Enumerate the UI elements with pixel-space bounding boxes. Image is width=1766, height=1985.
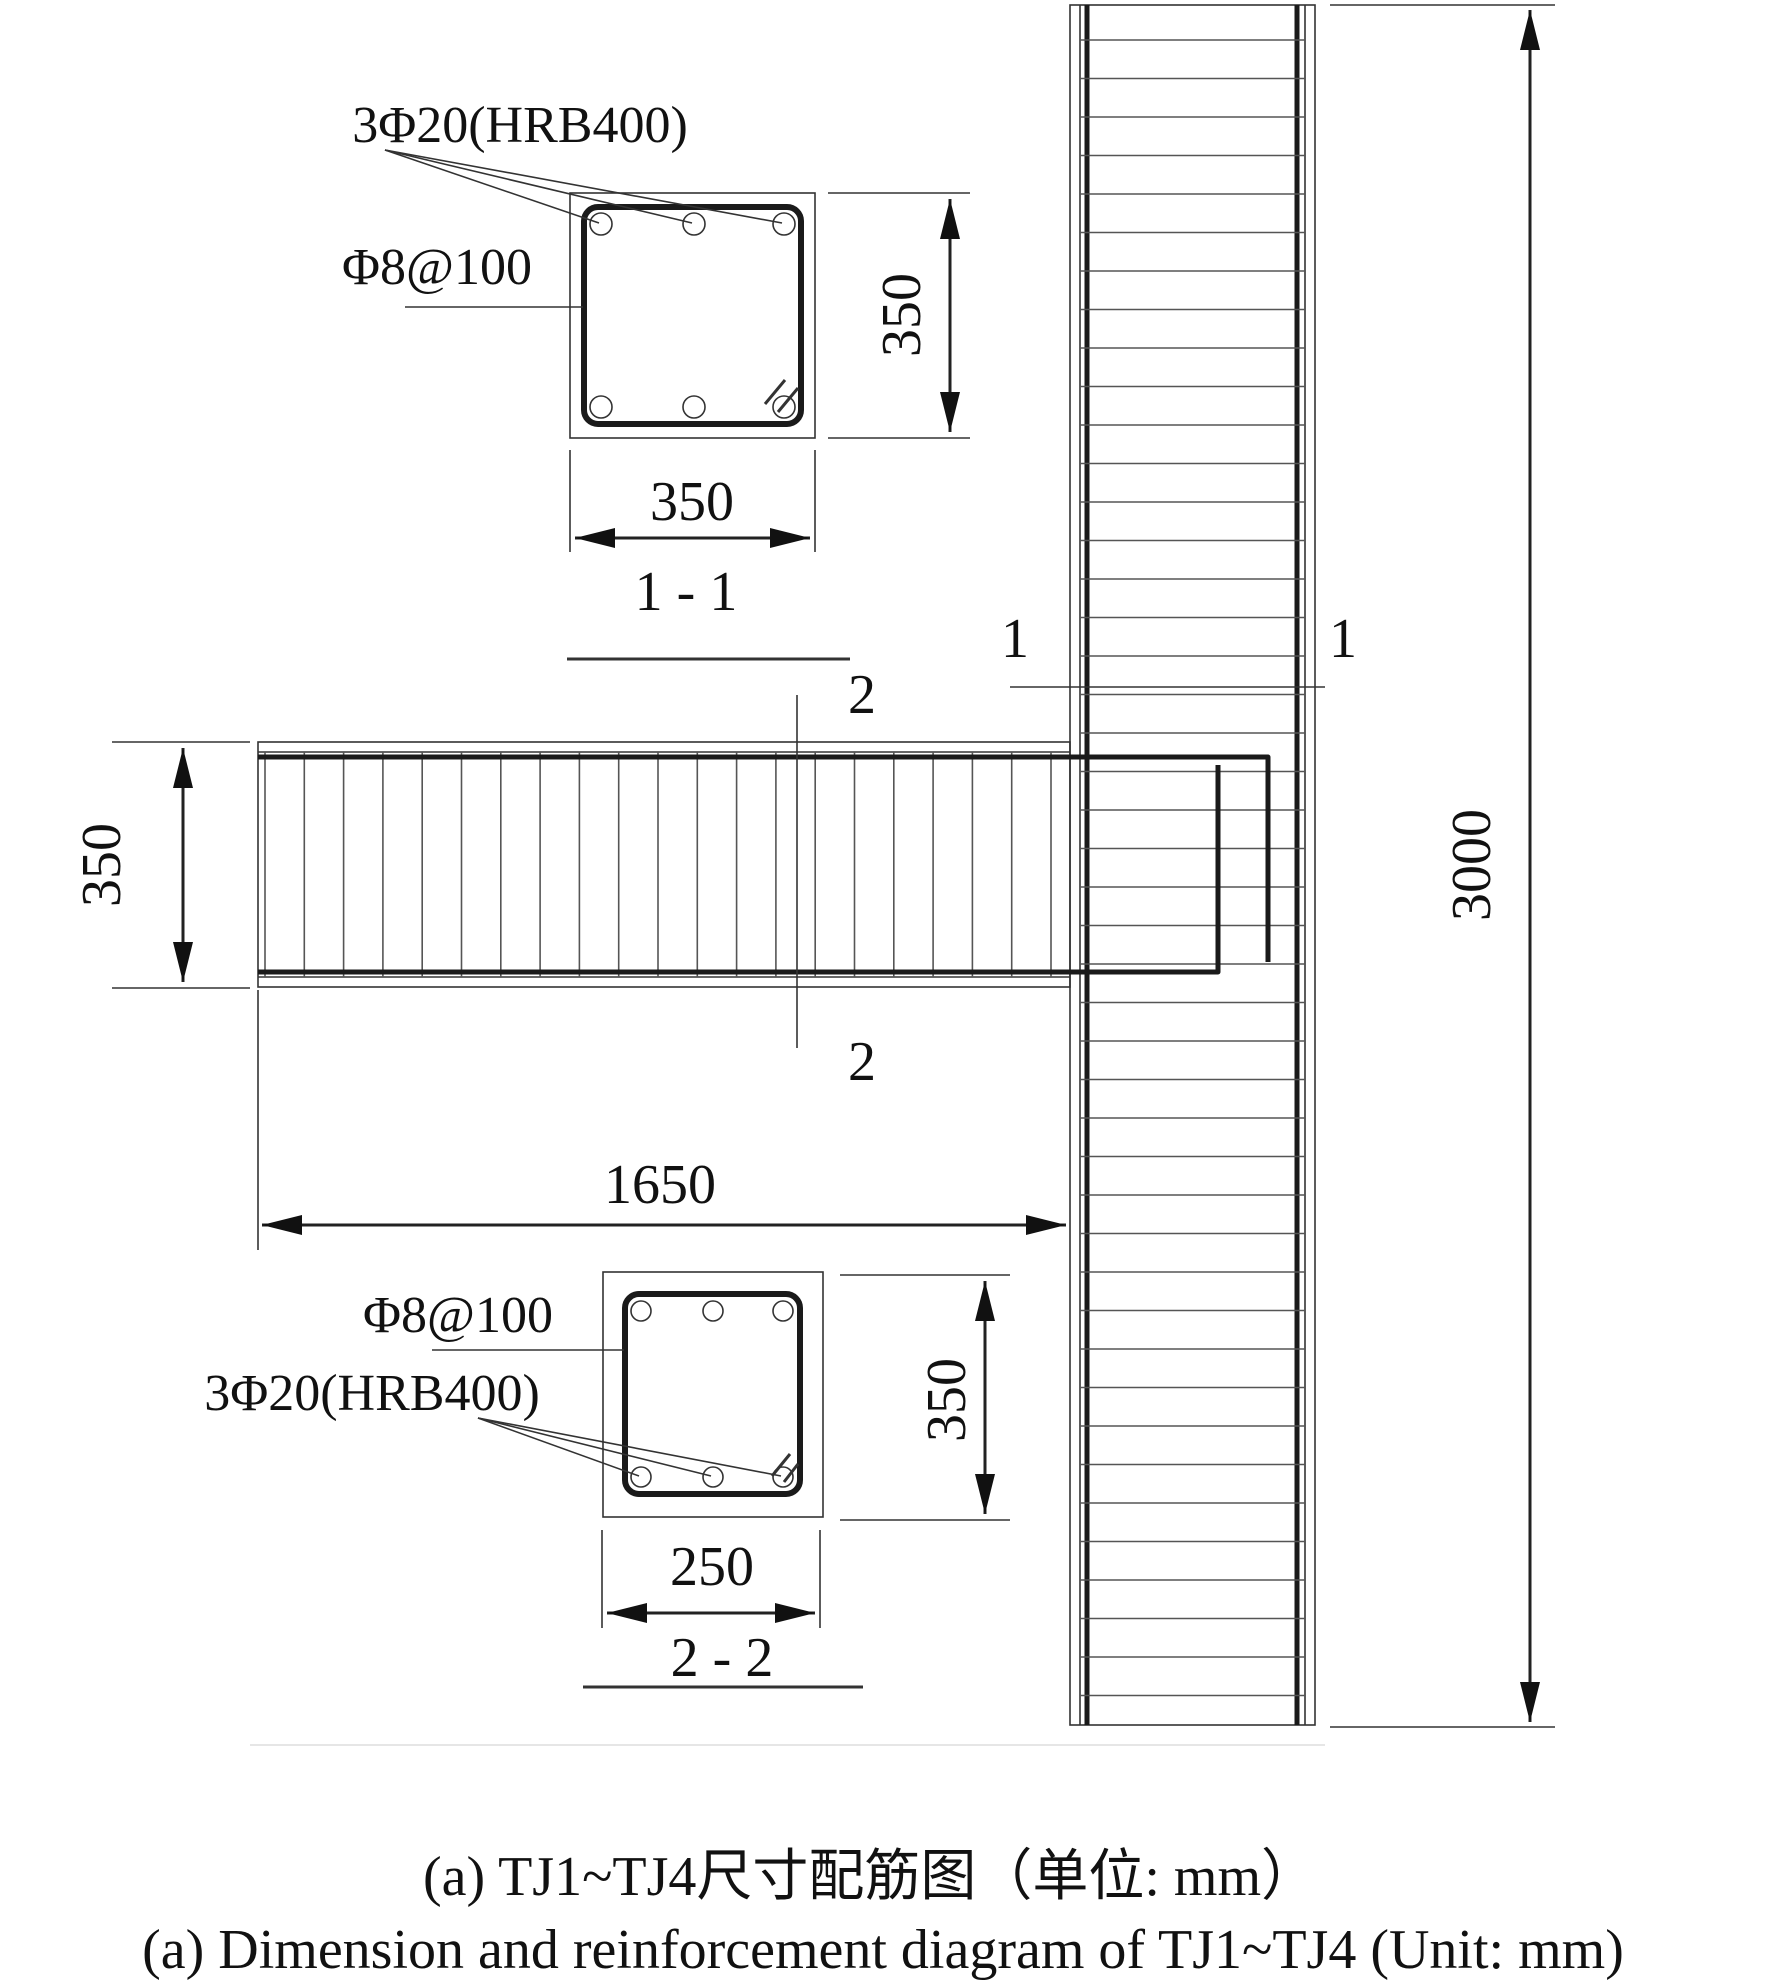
section-1-1-outline (569, 192, 816, 439)
beam-stirrups (264, 752, 1052, 977)
column-height-dimension: 3000 (1330, 4, 1555, 1728)
figure-caption: (a) TJ1~TJ4尺寸配筋图（单位: mm） (a) Dimension a… (142, 1846, 1624, 1981)
beam-top-bar-anchorage (258, 754, 1271, 962)
section-1-1-rebar-label: 3Φ20(HRB400) (352, 97, 688, 154)
section-2-2-stirrup (622, 1291, 803, 1497)
beam-length-dim-label: 1650 (604, 1154, 716, 1216)
section-1-1-height-dim: 350 (871, 273, 933, 357)
cut-1-left-label: 1 (1001, 608, 1029, 670)
column-outline (1069, 4, 1316, 1726)
section-1-1-hook (763, 379, 800, 413)
beam-length-dimension: 1650 (257, 990, 1066, 1250)
section-1-1-stirrup-label: Φ8@100 (342, 239, 532, 296)
section-2-2-rebar-label: 3Φ20(HRB400) (204, 1365, 540, 1422)
beam-elevation (257, 741, 1271, 988)
beam-outline (257, 741, 1071, 988)
cut-2-top-label: 2 (848, 664, 876, 726)
cut-2-bottom-label: 2 (848, 1031, 876, 1093)
caption-english: (a) Dimension and reinforcement diagram … (142, 1919, 1624, 1981)
section-1-1: 3Φ20(HRB400) Φ8@100 350 350 1 - 1 (342, 97, 970, 661)
cut-1-right-label: 1 (1329, 608, 1357, 670)
column-height-dim-label: 3000 (1441, 809, 1503, 921)
column-stirrups (1080, 39, 1305, 1697)
section-2-2-hook (770, 1453, 800, 1483)
cut-marker-1-1: 1 1 (1001, 608, 1357, 688)
section-2-2-width-dim: 250 (670, 1536, 754, 1598)
section-2-2-title: 2 - 2 (671, 1627, 774, 1689)
section-2-2: Φ8@100 3Φ20(HRB400) 350 250 2 - 2 (204, 1271, 1010, 1689)
section-2-2-rebars (630, 1300, 794, 1488)
section-2-2-height-dim: 350 (916, 1358, 978, 1442)
beam-depth-dim-label: 350 (71, 823, 133, 907)
section-2-2-outline (602, 1271, 824, 1518)
section-1-1-stirrup (581, 204, 804, 427)
section-1-1-width-dim: 350 (650, 471, 734, 533)
caption-chinese: (a) TJ1~TJ4尺寸配筋图（单位: mm） (423, 1846, 1317, 1908)
beam-bottom-bar-anchorage (258, 765, 1221, 975)
section-2-2-stirrup-label: Φ8@100 (363, 1287, 553, 1344)
section-1-1-rebars (589, 212, 796, 419)
cut-marker-2-2: 2 2 (796, 664, 876, 1093)
beam-depth-dimension: 350 (71, 741, 250, 989)
section-1-1-title: 1 - 1 (635, 561, 738, 623)
column-elevation (1069, 4, 1316, 1726)
